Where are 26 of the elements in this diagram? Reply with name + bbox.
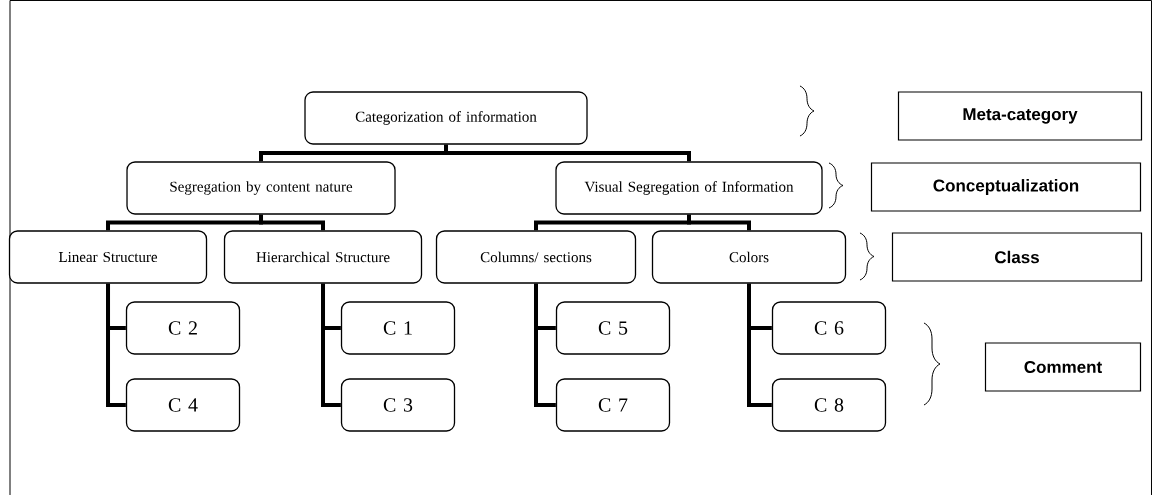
comment-box: C 4: [125, 378, 241, 432]
org-box: Columns/ sections: [435, 230, 637, 284]
comment-box: C 8: [771, 378, 887, 432]
connector-line: [534, 283, 556, 407]
comment-box: C 1: [340, 301, 456, 355]
level-box: Class: [891, 232, 1143, 282]
org-box: Visual Segregation of Information: [555, 161, 823, 215]
level-box: Conceptualization: [870, 162, 1142, 212]
comment-box: C 3: [340, 378, 456, 432]
comment-box: C 2: [125, 301, 241, 355]
level-box: Comment: [984, 342, 1142, 392]
org-box: Segregation by content nature: [126, 161, 396, 215]
connector-line: [687, 214, 751, 231]
connector-line: [747, 283, 772, 407]
connector-line: [259, 214, 325, 231]
org-box: Linear Structure: [8, 230, 208, 284]
connector-line: [444, 144, 691, 162]
org-box: Hierarchical Structure: [223, 230, 423, 284]
comment-box: C 5: [555, 301, 671, 355]
comment-box: C 7: [555, 378, 671, 432]
connector-line: [106, 283, 126, 407]
org-box: Colors: [651, 230, 847, 284]
connector-line: [321, 283, 341, 407]
comment-box: C 6: [771, 301, 887, 355]
level-box: Meta-category: [897, 91, 1143, 141]
org-box: Categorization of information: [304, 91, 588, 145]
